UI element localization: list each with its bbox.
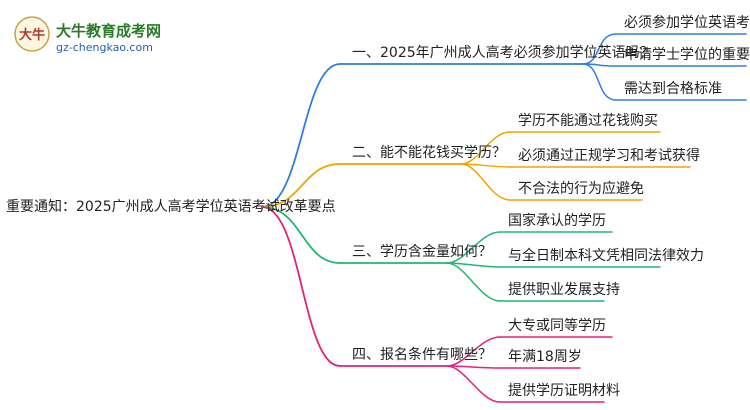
branch-connector	[261, 206, 341, 367]
branch-topic-2: 二、能不能花钱买学历？	[352, 145, 506, 161]
branch-connector	[261, 163, 341, 208]
leaf-topic: 申请学士学位的重要条件	[624, 47, 750, 63]
leaf-connector	[446, 231, 501, 264]
leaf-connector	[582, 63, 617, 101]
leaf-connector	[460, 131, 511, 165]
branch-topic-3: 三、学历含金量如何？	[352, 244, 492, 260]
branch-connector	[261, 206, 341, 264]
leaf-connector	[582, 33, 617, 65]
logo-url: gz-chengkao.com	[56, 41, 153, 54]
leaf-topic: 提供职业发展支持	[508, 282, 620, 298]
leaf-topic: 需达到合格标准	[624, 81, 722, 97]
leaf-topic: 必须通过正规学习和考试获得	[518, 148, 700, 164]
leaf-connector	[446, 336, 501, 367]
branch-topic-4: 四、报名条件有哪些？	[352, 347, 492, 363]
leaf-topic: 学历不能通过花钱购买	[518, 113, 658, 129]
bull-logo-icon: 大牛	[14, 16, 50, 52]
leaf-topic: 不合法的行为应避免	[518, 181, 644, 197]
leaf-topic: 必须参加学位英语考试	[624, 15, 750, 31]
leaf-topic: 国家承认的学历	[508, 213, 606, 229]
branch-topic-1: 一、2025年广州成人高考必须参加学位英语吗？	[352, 45, 654, 61]
leaf-topic: 提供学历证明材料	[508, 383, 620, 399]
leaf-topic: 年满18周岁	[508, 349, 582, 365]
leaf-topic: 大专或同等学历	[508, 318, 606, 334]
logo-title: 大牛教育成考网	[56, 22, 162, 40]
leaf-connector	[460, 163, 511, 201]
leaf-topic: 与全日制本科文凭相同法律效力	[508, 248, 704, 264]
leaf-connector	[446, 262, 501, 302]
leaf-connector	[446, 365, 501, 403]
logo-mark: 大牛	[19, 27, 45, 43]
site-logo: 大牛 大牛教育成考网 gz-chengkao.com	[12, 14, 182, 54]
branch-connector	[261, 63, 341, 208]
root-topic: 重要通知：2025广州成人高考学位英语考试改革要点	[6, 199, 336, 215]
mind-map-links	[261, 33, 747, 403]
